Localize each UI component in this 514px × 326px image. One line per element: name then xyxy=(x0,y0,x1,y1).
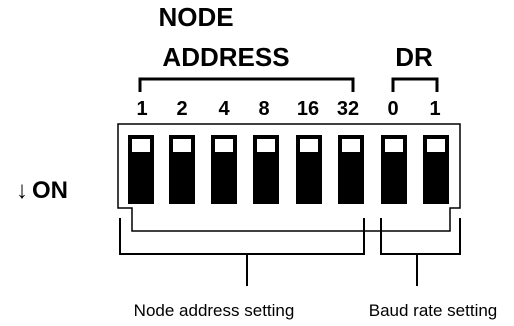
node-address-top-bracket xyxy=(138,77,355,92)
baud-rate-caption: Baud rate setting xyxy=(369,301,498,320)
dip-switch-housing xyxy=(117,123,461,232)
switch-8 xyxy=(423,135,449,204)
switch-array xyxy=(128,135,449,204)
node-bit-label-16: 16 xyxy=(297,98,319,120)
node-bit-label-8: 8 xyxy=(258,98,269,120)
node-bit-label-2: 2 xyxy=(176,98,187,120)
node-bit-label-32: 32 xyxy=(337,98,359,120)
switch-2 xyxy=(169,135,195,204)
node-address-bottom-bracket xyxy=(119,218,365,255)
dr-top-bracket xyxy=(391,77,439,92)
down-arrow-icon: ↓ xyxy=(16,177,28,204)
on-label: ON xyxy=(32,177,68,204)
switch-4 xyxy=(253,135,279,204)
switch-5 xyxy=(296,135,322,204)
dr-bit-label-1: 1 xyxy=(429,98,440,120)
node-title-line1: NODE xyxy=(158,2,233,32)
switch-7 xyxy=(381,135,407,204)
node-bit-label-4: 4 xyxy=(218,98,230,120)
node-bit-label-1: 1 xyxy=(136,98,147,120)
bit-label-row: 1 2 4 8 16 32 0 1 xyxy=(136,98,440,120)
baud-rate-bottom-bracket xyxy=(380,218,461,255)
dr-bit-label-0: 0 xyxy=(387,98,398,120)
dr-title: DR xyxy=(395,42,433,72)
switch-3 xyxy=(211,135,237,204)
switch-6 xyxy=(338,135,364,204)
switch-1 xyxy=(128,135,154,204)
node-address-caption: Node address setting xyxy=(134,301,295,320)
node-title-line2: ADDRESS xyxy=(162,42,289,72)
